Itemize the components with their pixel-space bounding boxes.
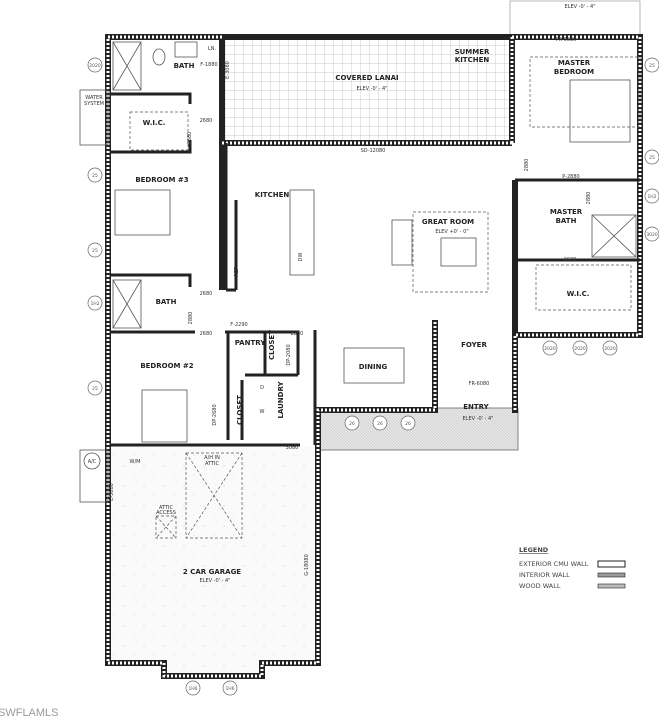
door-tag: G-18080	[304, 554, 310, 576]
door-tag: 2880	[291, 331, 304, 337]
room-bath-1: BATH	[174, 62, 195, 70]
door-tag: F-1880	[200, 62, 217, 68]
elev-great-room: ELEV +0' - 0"	[435, 229, 468, 235]
door-tag: 2880	[188, 312, 194, 325]
room-foyer: FOYER	[461, 341, 487, 349]
exterior-walls	[105, 34, 643, 679]
washer-label: W	[260, 409, 265, 415]
legend: LEGEND EXTERIOR CMU WALL INTERIOR WALL W…	[519, 546, 626, 590]
room-laundry: LAUNDRY	[277, 381, 285, 419]
door-tag: E-3080	[225, 61, 231, 79]
window-tag: 26	[349, 421, 355, 427]
water-system-label: WATER	[85, 95, 103, 101]
door-tag: 2880	[586, 192, 592, 205]
door-tag: F-2290	[230, 322, 247, 328]
window-tag: 25	[649, 155, 655, 161]
lanai-floor	[225, 40, 510, 140]
dryer-label: D	[260, 385, 264, 391]
room-bath-2: BATH	[156, 298, 177, 306]
elev-lanai: ELEV -0' - 4"	[357, 86, 388, 92]
door-tag: DP-2680	[212, 404, 218, 425]
legend-swatch-interior	[597, 572, 626, 578]
attic-access-label: ATTIC	[159, 505, 174, 511]
window-tag: 26	[405, 421, 411, 427]
door-tag: SD-12080	[361, 148, 386, 154]
water-system-label: SYSTEM	[84, 101, 104, 107]
legend-swatch-exterior	[597, 560, 626, 568]
watermark: SWFLAMLS	[0, 707, 59, 716]
window-tag: 2020	[89, 63, 101, 69]
legend-item-interior: INTERIOR WALL	[519, 571, 570, 579]
room-great-room: GREAT ROOM	[422, 218, 474, 226]
fixtures	[79, 41, 641, 539]
door-tag: 2680	[564, 257, 577, 263]
door-tag: E-3080	[109, 483, 115, 501]
window-tag: 1H6	[225, 686, 234, 692]
ac-unit-label: A/C	[88, 459, 97, 465]
window-tag: 2020	[574, 346, 586, 352]
window-tag: 25	[92, 248, 98, 254]
room-linen: LN.	[208, 46, 217, 52]
door-tag: 2680	[200, 118, 213, 124]
garage-floor	[110, 447, 316, 676]
room-master-bedroom: BEDROOM	[554, 68, 594, 76]
door-tag: 2680	[200, 291, 213, 297]
window-tag: 26	[377, 421, 383, 427]
elev-master-entry: ELEV -0' - 4"	[565, 4, 596, 10]
window-tag: 25	[92, 386, 98, 392]
door-tag: 3080	[286, 445, 299, 451]
door-tag: 2680	[187, 132, 193, 145]
interior-walls	[110, 92, 640, 447]
window-tag: 1H6	[188, 686, 197, 692]
elev-entry: ELEV -0' - 4"	[463, 416, 494, 422]
window-tag: 2020	[604, 346, 616, 352]
window-tag: 3020	[646, 232, 658, 238]
room-closet-2: CLOSET	[236, 395, 244, 425]
ref-label: REF	[234, 267, 240, 277]
elevation-markers: ELEV -0' - 4" ELEV -0' - 4" ELEV +0' - 0…	[200, 4, 596, 584]
attic-access-label: ACCESS	[156, 510, 176, 516]
dw-label: DW	[298, 253, 304, 262]
room-summer-kitchen: SUMMER	[455, 48, 490, 56]
legend-item-wood: WOOD WALL	[519, 582, 561, 590]
window-tag: 25	[649, 63, 655, 69]
room-kitchen: KITCHEN	[255, 191, 290, 199]
room-bedroom-2: BEDROOM #2	[140, 362, 193, 370]
room-pantry: PANTRY	[235, 339, 267, 347]
window-tag: 2020	[544, 346, 556, 352]
door-tag: P-2880	[562, 174, 579, 180]
ah-label: ATTIC	[205, 461, 220, 467]
room-bedroom-3: BEDROOM #3	[135, 176, 188, 184]
room-master-bath: BATH	[556, 217, 577, 225]
elev-garage: ELEV -0' - 4"	[200, 578, 231, 584]
ah-label: A/H IN	[204, 455, 220, 461]
room-entry: ENTRY	[463, 403, 489, 411]
legend-item-exterior: EXTERIOR CMU WALL	[519, 560, 589, 568]
room-closet-1: CLOSET	[268, 330, 276, 360]
room-summer-kitchen: KITCHEN	[455, 56, 490, 64]
room-garage: 2 CAR GARAGE	[183, 568, 241, 576]
room-labels: BATH LN. W.I.C. BEDROOM #3 KITCHEN COVER…	[84, 46, 594, 576]
door-tags: F-1880 E-3080 2680 2680 SD-12080 FR-6080…	[109, 37, 592, 576]
door-tag: FR-6080	[469, 381, 490, 387]
legend-title: LEGEND	[519, 546, 549, 554]
wm-label: W/M	[130, 459, 141, 465]
room-covered-lanai: COVERED LANAI	[335, 74, 398, 82]
window-tags: 2020 25 25 1H2 25 25 25 1H2 3020 2020 20…	[87, 57, 659, 696]
room-wic-2: W.I.C.	[567, 290, 590, 298]
room-master-bath: MASTER	[550, 208, 583, 216]
room-dining: DINING	[359, 363, 388, 371]
room-wic-1: W.I.C.	[143, 119, 166, 127]
door-tag: FR-6080	[556, 37, 577, 43]
door-tag: 2680	[200, 331, 213, 337]
window-tag: 25	[92, 173, 98, 179]
window-tag: 1H2	[647, 194, 656, 200]
door-tag: DP-2080	[286, 344, 292, 365]
door-tag: 2880	[524, 159, 530, 172]
legend-swatch-wood	[597, 583, 626, 589]
window-tag: 1H2	[90, 301, 99, 307]
room-master-bedroom: MASTER	[558, 59, 591, 67]
